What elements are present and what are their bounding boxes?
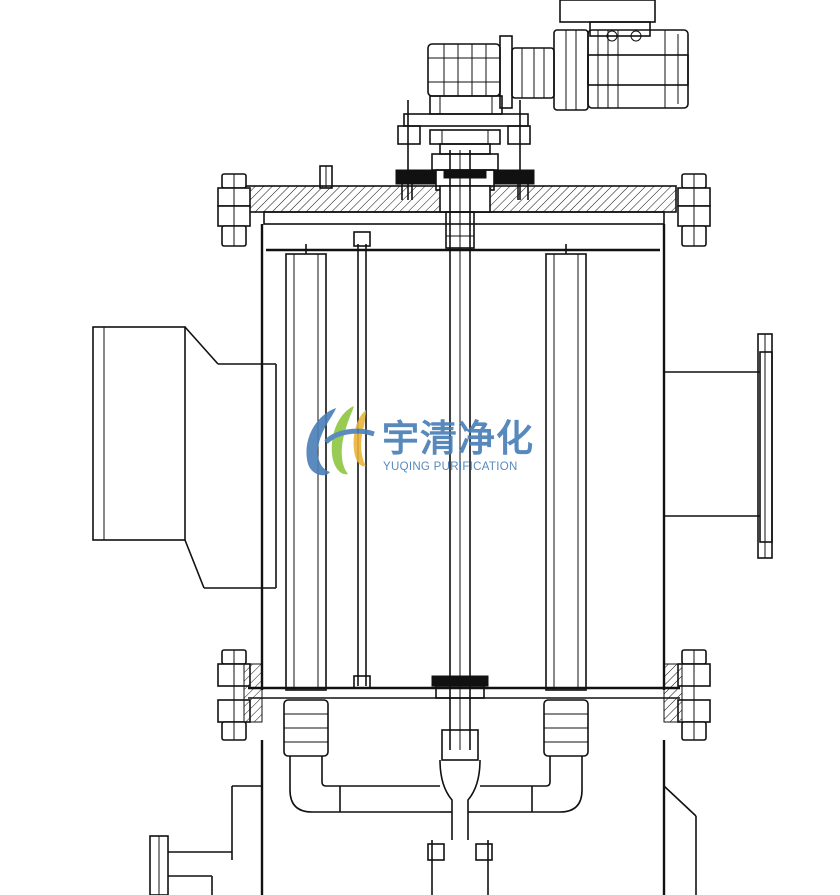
lower-body	[149, 740, 697, 895]
outlet-nozzle	[664, 333, 773, 559]
central-drive-shaft	[445, 150, 475, 750]
suction-nozzle-right	[543, 699, 589, 757]
inlet-nozzle	[92, 326, 277, 589]
tube-sheet	[217, 649, 711, 741]
brand-name-chinese: 宇清净化	[382, 417, 534, 460]
yuqing-logo-icon	[306, 406, 375, 476]
brand-name-english: YUQING PURIFICATION	[383, 461, 518, 473]
drive-motor	[553, 0, 689, 111]
filter-element-right	[545, 244, 587, 691]
suction-nozzle-left	[283, 699, 329, 757]
gearbox	[395, 35, 555, 200]
blowdown-pipework	[289, 729, 583, 895]
